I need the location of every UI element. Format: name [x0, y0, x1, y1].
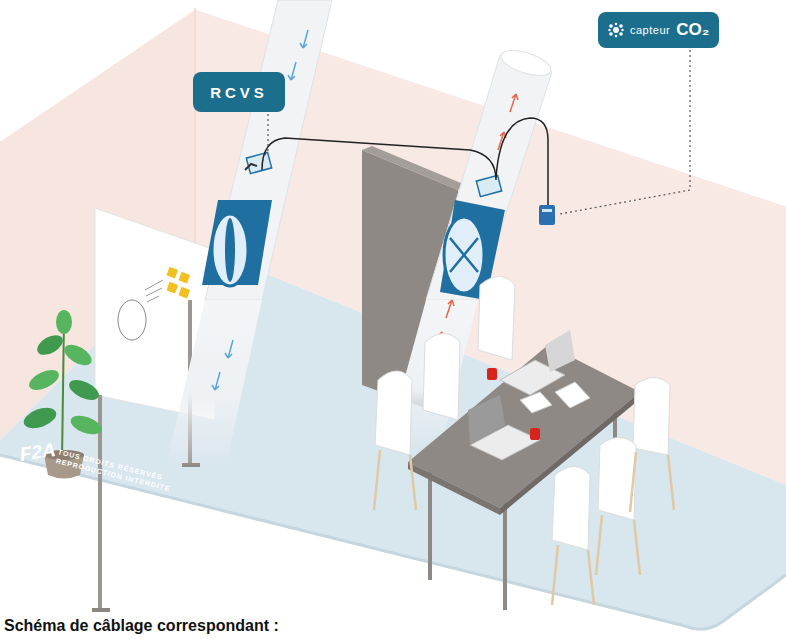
- control-wire: [496, 118, 548, 205]
- board-foot: [92, 608, 110, 612]
- co2-icon: [608, 22, 624, 38]
- label-text: capteur: [630, 24, 670, 36]
- board-drawing: [118, 300, 146, 340]
- floor-edge: [0, 455, 786, 629]
- extract-duct: [165, 0, 332, 470]
- control-wire: [262, 138, 496, 180]
- table-items: [468, 330, 590, 460]
- label-emphasis: CO₂: [676, 20, 709, 40]
- leader-line: [262, 114, 268, 160]
- damper-rcvs: [202, 152, 272, 286]
- co2-sensor: [539, 205, 555, 225]
- pillar-top: [362, 146, 468, 190]
- watermark-logo: F2A: [19, 440, 57, 466]
- section-heading: Schéma de câblage correspondant :: [4, 617, 279, 635]
- leader-line: [560, 50, 690, 214]
- sticky-note: [167, 282, 179, 294]
- wall-corner: [194, 8, 196, 245]
- sticky-note: [167, 267, 179, 279]
- co2-sensor-display: [542, 209, 552, 212]
- label-text: RCVS: [210, 84, 268, 101]
- chairs: [375, 277, 670, 551]
- co2-sensor-label-box: capteur CO₂: [598, 12, 719, 48]
- sticky-note: [179, 272, 191, 284]
- sticky-note: [179, 287, 191, 299]
- rcvs-label-box: RCVS: [193, 72, 285, 112]
- board-drawing: [145, 280, 163, 302]
- chair-legs: [374, 450, 674, 605]
